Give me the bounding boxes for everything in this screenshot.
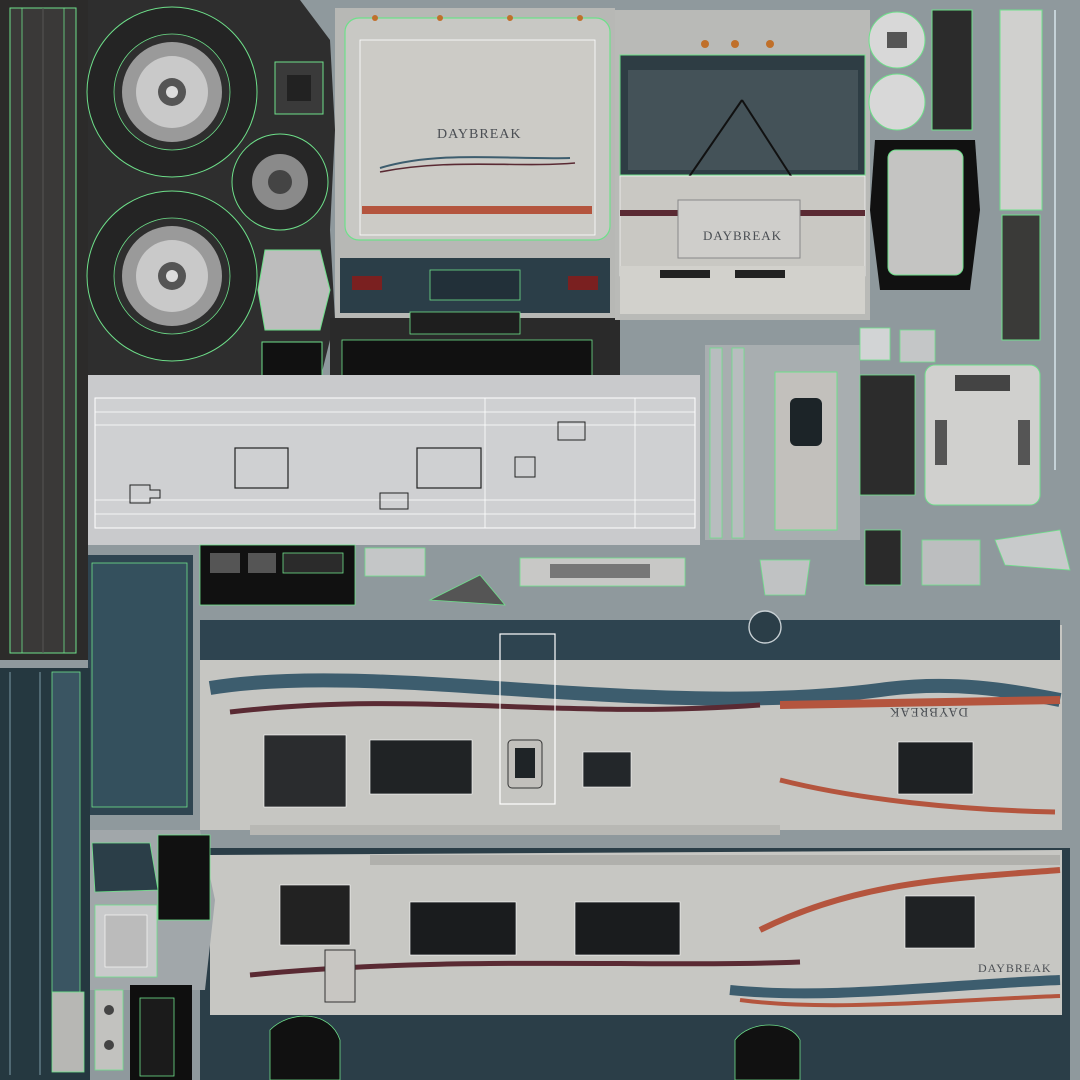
side-left-window-2 xyxy=(574,901,681,956)
side-right-window-rear xyxy=(897,741,974,795)
side-left-brand-logo: DAYBREAK xyxy=(978,961,1052,975)
rv-rear-panel: DAYBREAK xyxy=(335,8,615,318)
ac-unit-side xyxy=(859,327,1041,506)
rv-roof-panel xyxy=(88,375,700,545)
entry-door-panel xyxy=(705,345,860,540)
side-right-brand-logo: DAYBREAK xyxy=(889,705,968,720)
rear-red-stripe xyxy=(362,206,592,214)
awning-panel xyxy=(0,555,193,1080)
entry-door xyxy=(774,371,838,531)
ac-unit-top xyxy=(887,149,964,276)
wheel-section xyxy=(86,0,335,381)
winnebago-w-badge-icon xyxy=(748,610,782,644)
rear-wheel-icon-bottom xyxy=(86,190,258,362)
spare-wheel-icon xyxy=(231,133,329,231)
door-window xyxy=(790,398,822,446)
rv-side-right: DAYBREAK xyxy=(200,610,1062,835)
wiper-left xyxy=(679,99,743,191)
roof-skylight xyxy=(234,447,289,489)
wiper-right xyxy=(741,99,801,191)
front-brand-logo: DAYBREAK xyxy=(703,228,782,243)
rv-front-panel: DAYBREAK xyxy=(615,10,870,320)
side-left-window-1 xyxy=(409,901,517,956)
tire-tread-strip xyxy=(0,0,88,660)
mirror-part xyxy=(257,249,331,331)
small-parts-middle-row xyxy=(199,529,1071,606)
rv-side-left: DAYBREAK xyxy=(200,848,1070,1080)
side-right-window-cab xyxy=(263,734,347,808)
side-right-window-1 xyxy=(369,739,473,795)
roof-parts-top-right xyxy=(868,9,1056,470)
rear-brand-logo: DAYBREAK xyxy=(437,127,522,142)
bottom-left-parts xyxy=(51,830,215,1080)
rear-wheel-icon-top xyxy=(86,6,258,178)
side-left-window-rear xyxy=(904,895,976,949)
side-right-ladder xyxy=(499,633,556,805)
